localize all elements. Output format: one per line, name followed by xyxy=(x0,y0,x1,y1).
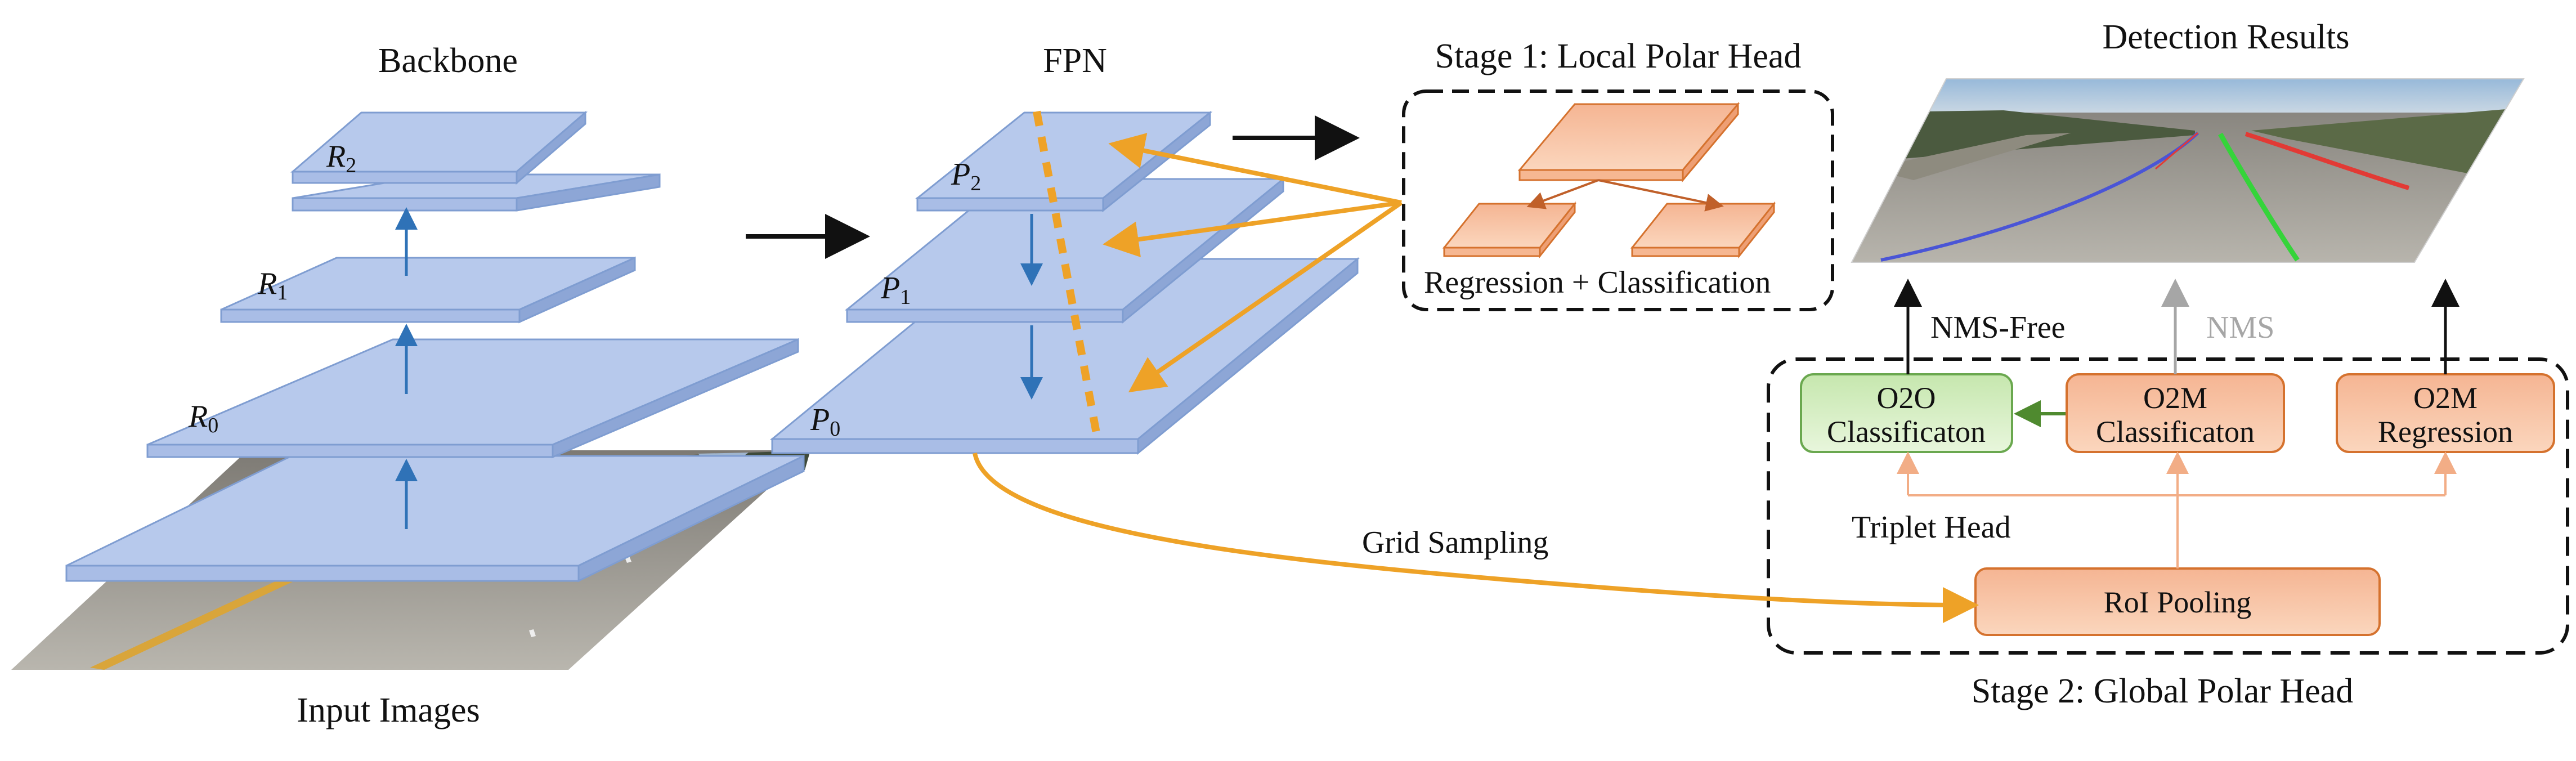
backbone-layer-base xyxy=(65,454,805,583)
roi-pooling-label: RoI Pooling xyxy=(2104,585,2252,619)
fpn-layer-p0 xyxy=(769,257,1360,455)
lane-red xyxy=(2245,132,2410,190)
o2o-line1: O2O xyxy=(1877,381,1936,415)
fpn-dotted-separator xyxy=(1033,110,1101,440)
backbone-layer-r1 xyxy=(220,256,636,324)
backbone-label-r2: R2 xyxy=(326,139,356,177)
grid-sampling-arrow xyxy=(973,453,1979,623)
fpn-label-p2: P2 xyxy=(951,157,981,195)
fpn-label-p0: P0 xyxy=(810,402,840,441)
title-input: Input Images xyxy=(297,691,480,729)
backbone-label-r1: R1 xyxy=(257,266,288,305)
o2m-reg-line2: Regression xyxy=(2378,415,2513,449)
backbone-layer-r0 xyxy=(146,338,799,459)
title-backbone: Backbone xyxy=(378,42,518,80)
fpn: P2 P1 P0 xyxy=(769,110,1360,455)
triplet-connections xyxy=(1897,451,2457,568)
o2m-cls-line1: O2M xyxy=(2143,381,2207,415)
nms-label: NMS xyxy=(2206,310,2274,345)
stage2-head: O2O Classificaton O2M Classificaton O2M … xyxy=(1767,279,2569,655)
stage2-dashed-box xyxy=(1767,357,2569,655)
lane-green xyxy=(2218,132,2300,262)
o2o-line2: Classificaton xyxy=(1827,415,1986,449)
title-stage2: Stage 2: Global Polar Head xyxy=(1972,672,2353,710)
triplet-head-label: Triplet Head xyxy=(1852,510,2011,545)
backbone-layer-top xyxy=(290,110,588,185)
stage1-feedback-arrows xyxy=(1103,133,1403,393)
o2m-reg-line1: O2M xyxy=(2413,381,2478,415)
title-fpn: FPN xyxy=(1043,42,1107,80)
stage1-caption: Regression + Classification xyxy=(1424,265,1771,300)
nms-free-label: NMS-Free xyxy=(1930,310,2066,345)
title-stage1: Stage 1: Local Polar Head xyxy=(1435,37,1802,75)
detection-result-image xyxy=(1851,78,2525,263)
stage1-head: Regression + Classification xyxy=(1402,89,1834,311)
fpn-label-p1: P1 xyxy=(880,271,911,309)
grid-sampling-label: Grid Sampling xyxy=(1362,525,1548,560)
backbone: R2 R1 R0 xyxy=(65,110,805,583)
o2m-cls-line2: Classificaton xyxy=(2096,415,2255,449)
backbone-label-r0: R0 xyxy=(188,399,218,437)
stage1-dashed-box xyxy=(1402,89,1834,311)
title-detection: Detection Results xyxy=(2102,18,2349,56)
